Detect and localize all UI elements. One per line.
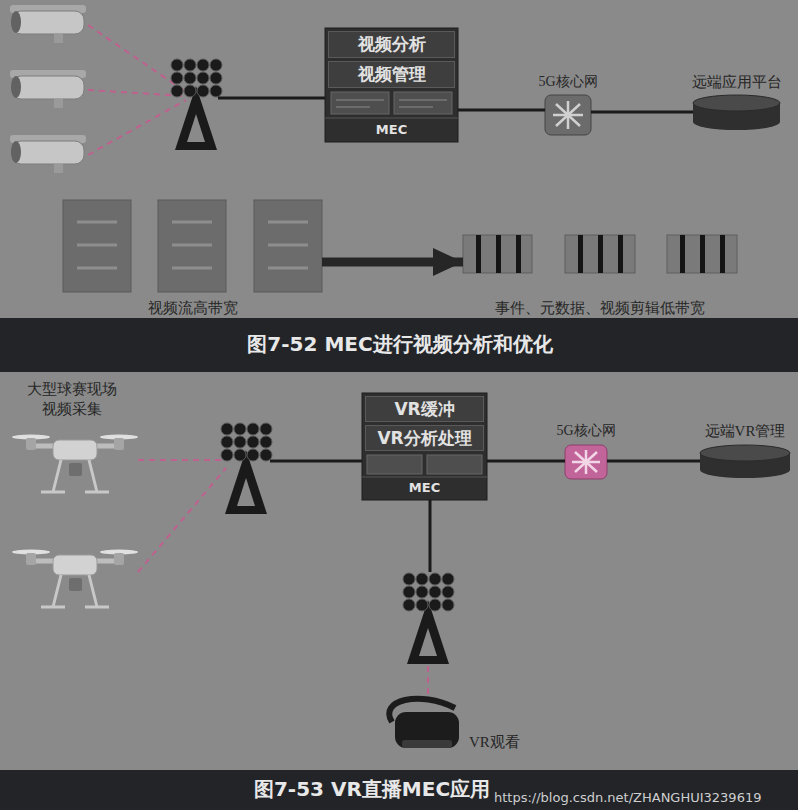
video-stream-group: 视频流高带宽	[63, 200, 322, 292]
figure-caption: 图7-52 MEC进行视频分析和优化	[247, 331, 552, 358]
figure-caption: 图7-53 VR直播MEC应用	[254, 776, 490, 803]
box-label: 视频管理	[358, 63, 426, 86]
box-label: 视频分析	[358, 33, 426, 56]
flow-arrow	[322, 258, 463, 267]
mec-server: 视频分析视频管理 MEC	[325, 28, 458, 142]
box-label: MEC	[325, 118, 458, 142]
box-label: VR分析处理	[377, 427, 471, 450]
box-label: MEC	[362, 476, 487, 500]
node-label: 远端应用平台	[692, 73, 782, 92]
scene-note: 大型球赛现场视频采集	[22, 380, 122, 419]
remote-vr-management: 远端VR管理	[700, 445, 790, 478]
node-label: 远端VR管理	[705, 422, 786, 441]
function-tile: 视频分析	[328, 31, 455, 58]
vr-headset: VR观看	[385, 692, 463, 752]
function-tile: VR分析处理	[365, 425, 484, 451]
link-line	[607, 460, 700, 463]
link-line	[591, 111, 693, 114]
node-label: 视频流高带宽	[148, 299, 238, 318]
core-network-switch: 5G核心网	[565, 445, 607, 479]
box-label: VR缓冲	[394, 398, 454, 421]
node-label: 5G核心网	[556, 422, 615, 440]
mec-server: VR缓冲 VR分析处理 MEC	[362, 393, 487, 500]
watermark: https://blog.csdn.net/ZHANGHUI3239619	[494, 790, 761, 805]
link-line	[458, 109, 545, 112]
function-tile: VR缓冲	[365, 396, 484, 422]
node-label: 5G核心网	[538, 73, 597, 91]
link-line	[487, 460, 565, 463]
remote-platform: 远端应用平台	[693, 95, 780, 130]
function-tile: 视频管理	[328, 61, 455, 88]
event-data-group: 事件、元数据、视频剪辑低带宽	[463, 235, 737, 273]
node-label: VR观看	[469, 733, 520, 752]
core-network-switch: 5G核心网	[545, 95, 591, 135]
node-label: 事件、元数据、视频剪辑低带宽	[495, 299, 705, 318]
